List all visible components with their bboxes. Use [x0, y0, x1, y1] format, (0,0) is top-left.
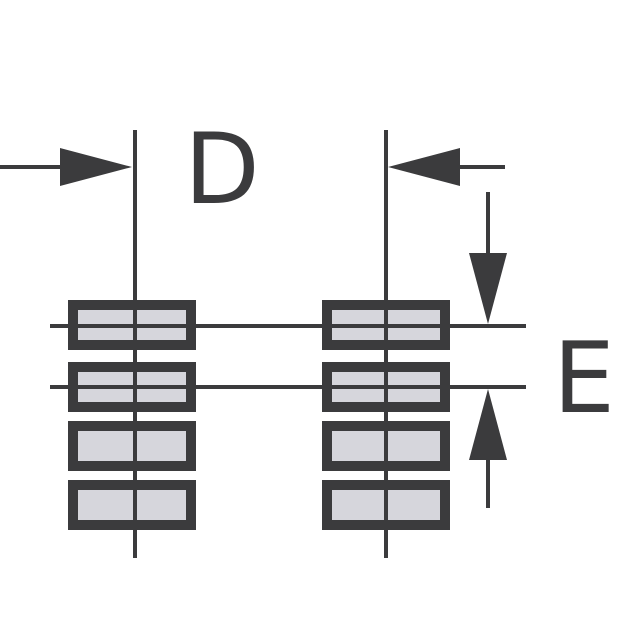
e-label: E — [553, 322, 615, 436]
reference-lines — [50, 130, 526, 558]
d-right-arrow-head — [388, 148, 460, 186]
d-dimension: D — [0, 113, 505, 227]
d-left-arrow-head — [60, 148, 132, 186]
pad-fill-c1-r4 — [78, 490, 186, 520]
e-top-arrow-head — [469, 253, 507, 324]
e-dimension: E — [469, 192, 615, 508]
d-label: D — [184, 113, 259, 227]
e-bottom-arrow-head — [469, 389, 507, 460]
pad-fill-c1-r3 — [78, 431, 186, 461]
pad-grid — [68, 300, 450, 530]
